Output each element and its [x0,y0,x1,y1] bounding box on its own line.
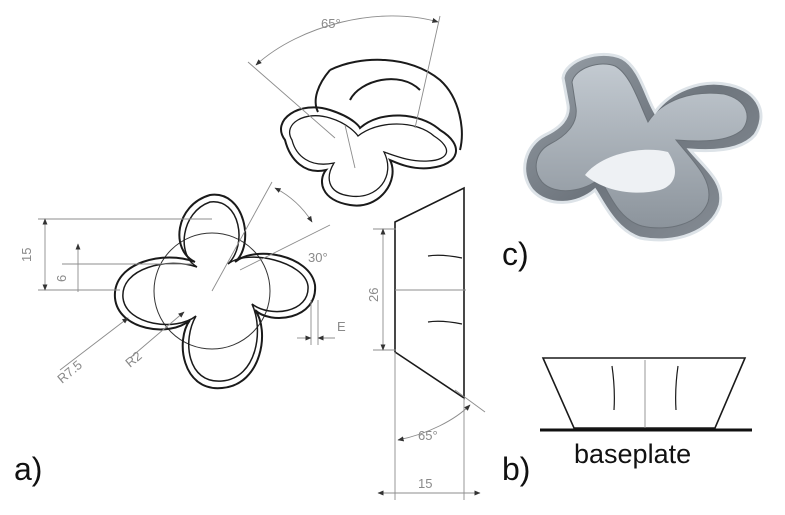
render-3d [523,52,763,242]
radius-large-label: R7.5 [54,357,85,386]
panel-a-label: a) [14,451,42,487]
dim-15-vertical: 15 [19,248,34,262]
isometric-wireframe: 65° [247,15,463,207]
cross-section-top-view: 15 6 R7.5 R2 30° E [19,181,346,390]
dim-26: 26 [366,288,381,302]
baseplate-sketch: baseplate [540,357,752,469]
angle-30-label: 30° [308,250,328,265]
dim-6: 6 [54,275,69,282]
radius-small-label: R2 [122,348,144,370]
lobe-shape-inner [122,201,309,382]
angle-bottom-label: 65° [418,428,438,443]
angle-top-label: 65° [321,16,341,31]
side-profile: 26 65° 15 [366,186,486,500]
dim-15-horizontal: 15 [418,476,432,491]
thickness-label: E [337,319,346,334]
center-circle [153,232,271,350]
baseplate-label: baseplate [574,439,691,469]
panel-b-label: b) [502,451,530,487]
lobe-shape-outer [113,193,317,390]
panel-c-label: c) [502,236,529,272]
